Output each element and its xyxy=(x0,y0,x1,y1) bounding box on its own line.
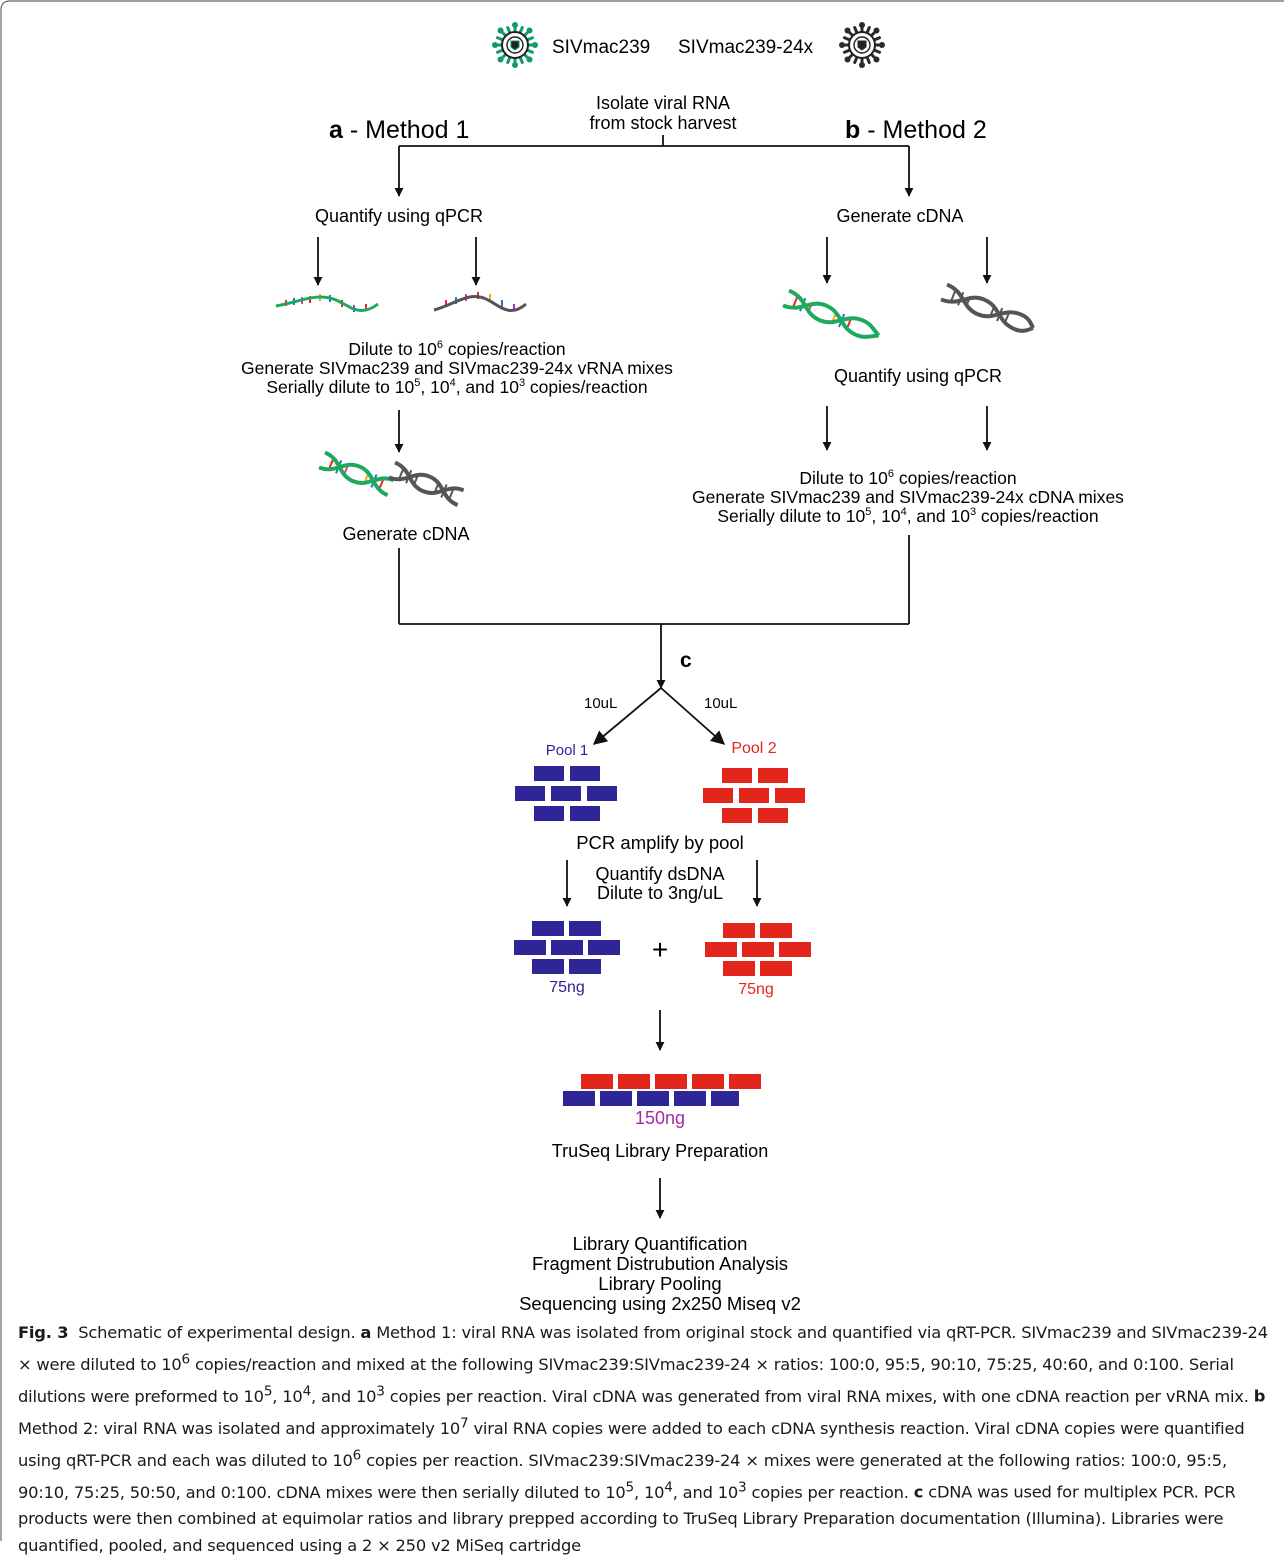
isolate-line-1: Isolate viral RNA xyxy=(596,93,730,113)
m2-generate-cdna: Generate cDNA xyxy=(836,206,963,226)
virus-icon-sivmac239 xyxy=(492,22,538,68)
truseq-library-prep: TruSeq Library Preparation xyxy=(552,1141,768,1161)
combined-bricks-red xyxy=(581,1074,761,1089)
m2-mix-line: Generate SIVmac239 and SIVmac239-24x cDN… xyxy=(692,487,1124,507)
volume-left: 10uL xyxy=(584,695,617,712)
caption-a-label: a xyxy=(360,1323,372,1342)
rna-strand-mut xyxy=(433,292,527,312)
merge-connector xyxy=(398,535,910,689)
final-step-2: Fragment Distrubution Analysis xyxy=(532,1253,788,1274)
method2-label: b - Method 2 xyxy=(845,116,987,144)
m1-dilute-line: Dilute to 106 copies/reaction xyxy=(348,339,565,359)
figure-caption: Fig. 3 Schematic of experimental design.… xyxy=(18,1320,1268,1559)
caption-c-label: c xyxy=(913,1482,924,1502)
caption-b-text: Method 2: viral RNA was isolated and app… xyxy=(18,1415,1245,1502)
dna-helix-wt-m1 xyxy=(318,450,395,497)
m2-quantify-qpcr: Quantify using qPCR xyxy=(834,366,1002,386)
method1-label: a - Method 1 xyxy=(329,116,469,144)
top-split-connector xyxy=(394,135,914,197)
final-step-1: Library Quantification xyxy=(573,1233,748,1254)
virus-icon-sivmac239-24x xyxy=(839,22,885,68)
m1-mix-line: Generate SIVmac239 and SIVmac239-24x vRN… xyxy=(241,358,673,378)
volume-right: 10uL xyxy=(704,695,737,712)
pool1-label: Pool 1 xyxy=(546,742,589,759)
m2-arrows-to-dilute xyxy=(822,406,992,451)
m1-generate-cdna: Generate cDNA xyxy=(342,524,469,544)
caption-b-label: b xyxy=(1253,1386,1266,1406)
caption-title: Schematic of experimental design. xyxy=(78,1323,356,1342)
pool-arrows-down xyxy=(562,860,762,907)
virus-label-wt: SIVmac239 xyxy=(552,37,650,58)
pool1-diluted-bricks xyxy=(514,921,620,974)
caption-fig-label: Fig. 3 xyxy=(18,1323,69,1342)
pool2-bricks xyxy=(703,768,805,823)
dna-helix-wt-m2 xyxy=(782,288,881,339)
plus-sign: + xyxy=(652,934,668,965)
quantify-dsdna: Quantify dsDNA xyxy=(595,864,724,884)
m1-quantify-qpcr: Quantify using qPCR xyxy=(315,206,483,226)
caption-a-text: Method 1: viral RNA was isolated from or… xyxy=(18,1323,1268,1406)
m1-arrows-to-rna xyxy=(313,237,481,286)
isolate-line-2: from stock harvest xyxy=(589,113,736,133)
section-c-label: c xyxy=(680,649,692,672)
combined-amount: 150ng xyxy=(635,1108,685,1128)
m2-arrows-to-dna xyxy=(822,237,992,284)
pool2-diluted-bricks xyxy=(705,923,811,976)
m1-serial-line: Serially dilute to 105, 104, and 103 cop… xyxy=(266,377,647,397)
pcr-amplify: PCR amplify by pool xyxy=(576,832,744,853)
pool1-bricks xyxy=(515,766,617,821)
pool1-amount: 75ng xyxy=(549,979,585,996)
pool2-amount: 75ng xyxy=(738,981,774,998)
dna-helix-mut-m2 xyxy=(940,282,1035,333)
final-step-3: Library Pooling xyxy=(598,1273,721,1294)
rna-strand-wt xyxy=(275,294,379,312)
dilute-3ng: Dilute to 3ng/uL xyxy=(597,883,723,903)
m2-dilute-line: Dilute to 106 copies/reaction xyxy=(799,468,1016,488)
virus-label-mut: SIVmac239-24x xyxy=(678,37,814,58)
pool-split-arrows xyxy=(592,687,726,745)
combined-bricks-blue xyxy=(563,1091,739,1106)
final-step-4: Sequencing using 2x250 Miseq v2 xyxy=(519,1293,801,1314)
m2-serial-line: Serially dilute to 105, 104, and 103 cop… xyxy=(717,506,1098,526)
pool2-label: Pool 2 xyxy=(731,740,776,757)
dna-helix-mut-m1 xyxy=(388,460,465,507)
